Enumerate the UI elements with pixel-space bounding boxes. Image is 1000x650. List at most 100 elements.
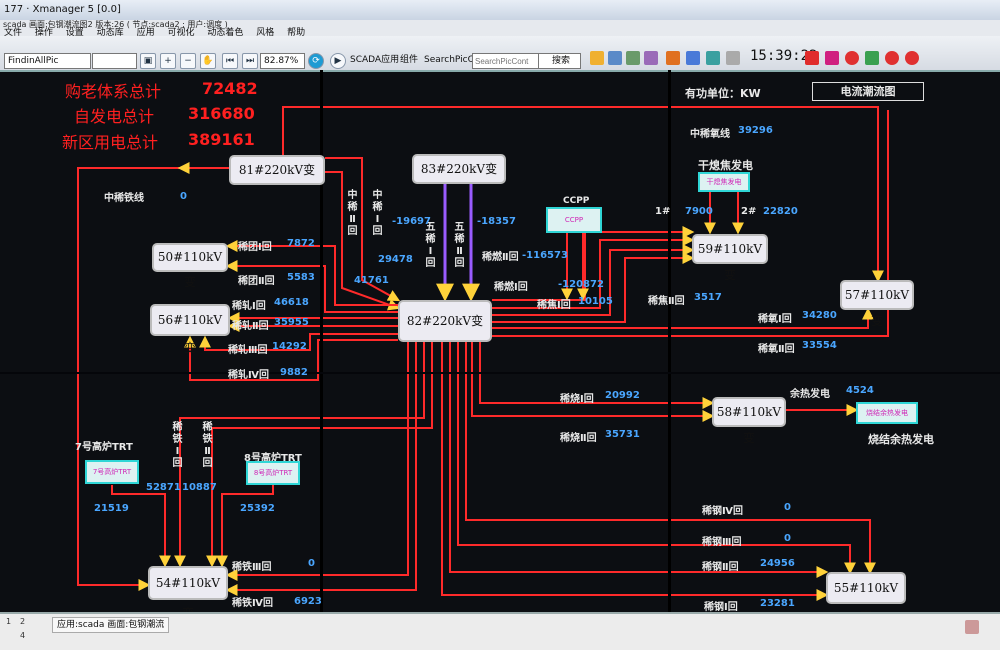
substation-55[interactable]: 55#110kV变 (826, 572, 906, 623)
line-xitie2-value: 10887 (182, 482, 217, 493)
trt7-value: 21519 (94, 503, 129, 514)
line-xiza3-label: 稀轧Ⅲ回 (228, 345, 268, 356)
zoom-out-button[interactable]: − (180, 53, 196, 69)
substation-59[interactable]: 59#110kV变 (692, 234, 768, 282)
line-zhongxi1-value: 29478 (378, 254, 413, 265)
line-xigang1-value: 23281 (760, 598, 795, 609)
line-xiyang1-label: 稀氧Ⅰ回 (758, 314, 792, 325)
coke-unit1-value: 7900 (685, 206, 713, 217)
waste-heat-generator[interactable]: 烧结余热发电 (856, 402, 918, 424)
find-mode-select[interactable] (92, 53, 137, 69)
line-xitie4-label: 稀铁Ⅳ回 (232, 598, 273, 609)
line-xijiao1 (492, 244, 695, 316)
desktop-2[interactable]: 2 (20, 617, 26, 626)
coke-generator[interactable]: 干熄焦发电 (698, 172, 750, 192)
summary-row1-value: 72482 (202, 79, 258, 98)
desktop-4[interactable]: 4 (20, 631, 26, 640)
menu-operate[interactable]: 操作 (34, 28, 53, 38)
trt8-generator[interactable]: 8号高炉TRT (246, 461, 300, 485)
line-xitie1-value: 52871 (146, 482, 181, 493)
menu-visual[interactable]: 可视化 (167, 28, 195, 38)
menu-file[interactable]: 文件 (4, 28, 23, 38)
desktop-1[interactable]: 1 (6, 617, 12, 626)
line-xiza4-label: 稀轧Ⅳ回 (228, 370, 269, 381)
substation-83[interactable]: 83#220kV变 (412, 154, 506, 184)
line-xiza3-value: 14292 (272, 341, 307, 352)
user-icon[interactable] (865, 51, 879, 65)
monitor-icon[interactable] (608, 51, 622, 65)
clock-display: 15:39:22 (750, 48, 818, 64)
pan-button[interactable]: ✋ (200, 53, 216, 69)
event-icon[interactable] (825, 51, 839, 65)
line-xijiao2 (492, 252, 695, 323)
line-xishao2 (471, 342, 715, 422)
error-icon[interactable] (885, 51, 899, 65)
alarm-icon[interactable] (805, 51, 819, 65)
line-xigang4-value: 0 (784, 502, 791, 513)
coke-unit2-label: 2# (741, 206, 757, 217)
menu-help[interactable]: 帮助 (287, 28, 306, 38)
line-xitie3-value: 0 (308, 558, 315, 569)
stop-icon[interactable] (845, 51, 859, 65)
line-xigang1-label: 稀钢Ⅰ回 (704, 602, 738, 613)
menu-dynlib[interactable]: 动态库 (96, 28, 124, 38)
chart-icon[interactable] (626, 51, 640, 65)
page-last-button[interactable]: ⏭ (242, 53, 258, 69)
search-input[interactable] (472, 53, 542, 69)
line-xigang3-label: 稀钢Ⅲ回 (702, 537, 742, 548)
substation-50[interactable]: 50#110kV变 (152, 243, 228, 289)
substation-54[interactable]: 54#110kV变 (148, 566, 228, 620)
trt8-title: 8号高炉TRT (244, 453, 302, 464)
line-xishao1-value: 20992 (605, 390, 640, 401)
page-first-button[interactable]: ⏮ (222, 53, 238, 69)
trt8-value: 25392 (240, 503, 275, 514)
network-icon[interactable] (706, 51, 720, 65)
taskbar-scada-app[interactable]: 应用:scada 画面:包钢潮流 (52, 617, 170, 633)
coke-gen-title: 干熄焦发电 (698, 159, 753, 172)
line-zhongxitie-value: 0 (180, 191, 187, 202)
trt7-generator[interactable]: 7号高炉TRT (85, 460, 139, 484)
zoom-level-select[interactable]: 82.87% (260, 53, 305, 69)
substation-81[interactable]: 81#220kV变 (229, 155, 325, 185)
line-xishao2-value: 35731 (605, 429, 640, 440)
menu-apps[interactable]: 应用 (136, 28, 155, 38)
play-button[interactable]: ▶ (330, 53, 346, 69)
summary-row3-value: 389161 (188, 130, 255, 149)
settings-icon[interactable] (726, 51, 740, 65)
line-xishao1-label: 稀烧Ⅰ回 (560, 394, 594, 405)
find-scope-select[interactable]: FindinAllPic (4, 53, 91, 69)
tray-icon[interactable] (965, 620, 979, 634)
line-xiran2-value: -116573 (522, 250, 568, 261)
warning-icon[interactable] (666, 51, 680, 65)
substation-56[interactable]: 56#110kV变 (150, 304, 230, 355)
database-icon[interactable] (686, 51, 700, 65)
substation-57[interactable]: 57#110kV变 (840, 280, 914, 328)
fault-icon[interactable] (905, 51, 919, 65)
menu-coloring[interactable]: 动态着色 (207, 28, 244, 38)
line-xiza3 (199, 333, 398, 351)
line-xituan2-label: 稀团Ⅱ回 (238, 276, 275, 287)
line-xigang2 (449, 342, 829, 578)
line-xigang3 (457, 342, 856, 575)
line-xiza2-value: 35955 (274, 317, 309, 328)
search-button[interactable]: 搜索 (538, 53, 581, 69)
summary-row3-label: 新区用电总计 (62, 133, 159, 152)
toolbar: FindinAllPic ▣ + − ✋ ⏮ ⏭ 82.87% ⟳ ▶ SCAD… (0, 36, 1000, 72)
layers-icon[interactable] (644, 51, 658, 65)
substation-58[interactable]: 58#110kV变 (712, 397, 786, 445)
menu-settings[interactable]: 设置 (65, 28, 84, 38)
line-trt7 (111, 485, 171, 568)
diagram-title-box[interactable]: 电流潮流图 (812, 82, 924, 101)
search-component-label: 组件 (400, 55, 419, 65)
summary-row1-label: 购老体系总计 (65, 82, 162, 101)
line-zhongxi1-label: 中稀Ⅰ回 (372, 190, 383, 237)
zoom-in-button[interactable]: + (160, 53, 176, 69)
ccpp-generator[interactable]: CCPP (546, 207, 602, 233)
line-xiza4 (184, 335, 398, 381)
substation-82[interactable]: 82#220kV变 (398, 300, 492, 342)
zoom-fit-button[interactable]: ▣ (140, 53, 156, 69)
refresh-button[interactable]: ⟳ (308, 53, 324, 69)
alarm-bell-icon[interactable] (590, 51, 604, 65)
line-xijiao2-value: 3517 (694, 292, 722, 303)
menu-style[interactable]: 风格 (256, 28, 275, 38)
